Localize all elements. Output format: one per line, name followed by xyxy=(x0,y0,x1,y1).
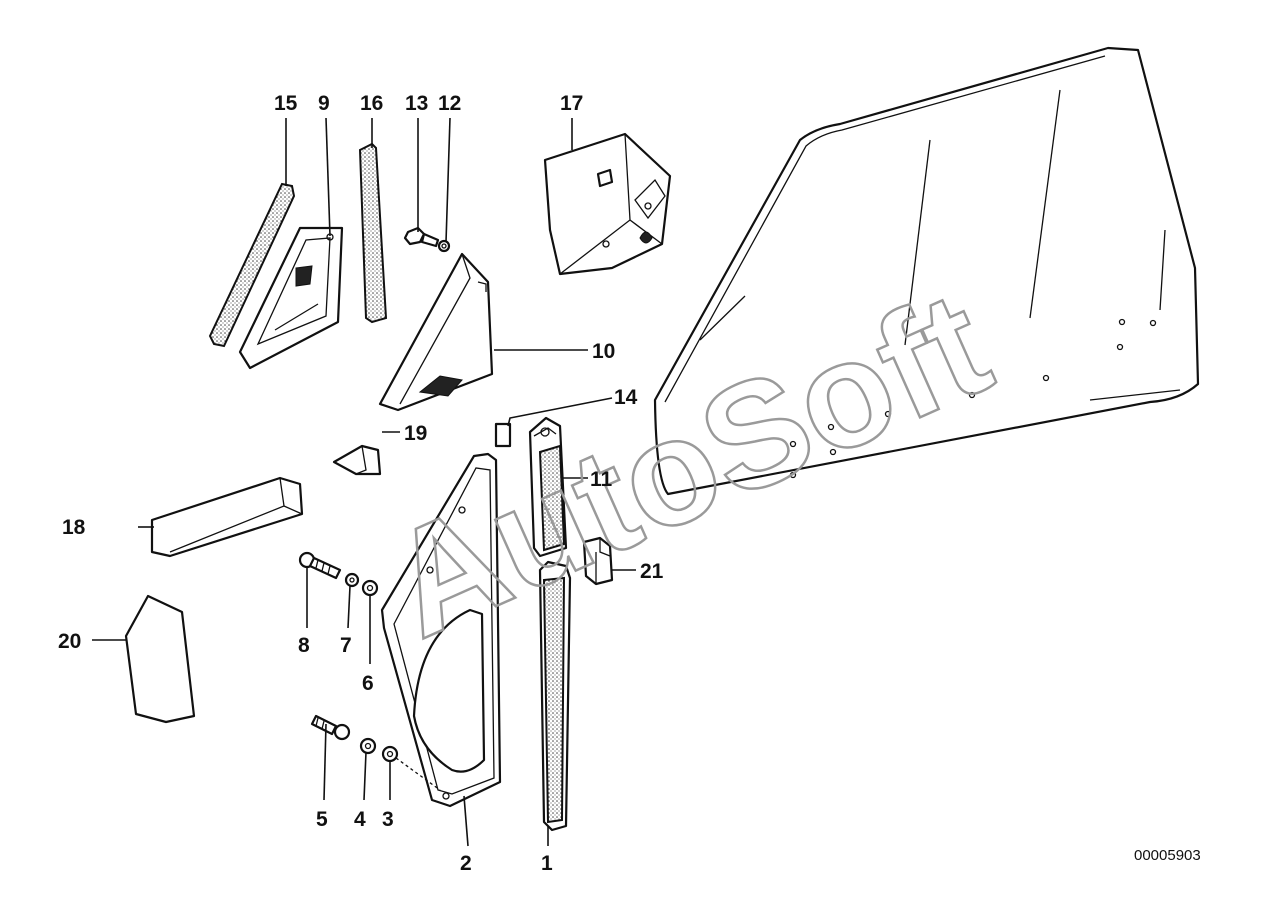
callout-3: 3 xyxy=(382,808,394,831)
leader-lines xyxy=(92,117,636,847)
part-18-foam-block xyxy=(150,476,304,558)
part-6-washer xyxy=(361,579,379,597)
callout-labels: 1 2 3 4 5 6 7 8 9 10 11 12 13 14 15 16 1… xyxy=(58,92,664,875)
diagram-reference-number: 00005903 xyxy=(1134,847,1201,864)
callout-8: 8 xyxy=(298,634,310,657)
part-16-foam-strip xyxy=(358,142,388,324)
part-19-wedge xyxy=(332,444,382,476)
callout-20: 20 xyxy=(58,630,81,653)
part-13-screw xyxy=(403,226,440,248)
callout-9: 9 xyxy=(318,92,330,115)
door-window-glass xyxy=(653,46,1200,496)
callout-5: 5 xyxy=(316,808,328,831)
part-21-clip xyxy=(582,536,614,586)
callout-13: 13 xyxy=(405,92,428,115)
part-1-guide-rail-lower xyxy=(538,560,572,832)
callout-7: 7 xyxy=(340,634,352,657)
callout-21: 21 xyxy=(640,560,664,583)
part-11-guide-rail-upper xyxy=(528,416,568,558)
part-14-small-pad xyxy=(494,422,512,448)
callout-19: 19 xyxy=(404,422,427,445)
part-7-washer xyxy=(344,572,360,588)
callout-16: 16 xyxy=(360,92,383,115)
callout-11: 11 xyxy=(590,468,613,491)
callout-4: 4 xyxy=(354,808,366,831)
callout-2: 2 xyxy=(460,852,472,875)
callout-17: 17 xyxy=(560,92,583,115)
glass-mount-holes xyxy=(789,318,1157,479)
part-12-washer xyxy=(437,239,451,253)
part-2-window-frame xyxy=(380,452,502,808)
part-3-washer xyxy=(381,745,399,763)
part-4-washer xyxy=(359,737,377,755)
part-5-bolt xyxy=(310,714,351,741)
part-9-triangle-bracket xyxy=(238,226,344,370)
callout-10: 10 xyxy=(592,340,615,363)
part-8-bolt xyxy=(298,551,342,580)
part-17-mounting-bracket xyxy=(543,132,672,276)
callout-18: 18 xyxy=(62,516,86,539)
callout-6: 6 xyxy=(362,672,374,695)
part-20-flat-pad xyxy=(124,594,196,724)
callout-12: 12 xyxy=(438,92,461,115)
part-15-seal-strip xyxy=(208,182,296,348)
part-10-triangle-trim xyxy=(378,252,494,412)
callout-15: 15 xyxy=(274,92,298,115)
callout-1: 1 xyxy=(541,852,553,875)
callout-14: 14 xyxy=(614,386,638,409)
